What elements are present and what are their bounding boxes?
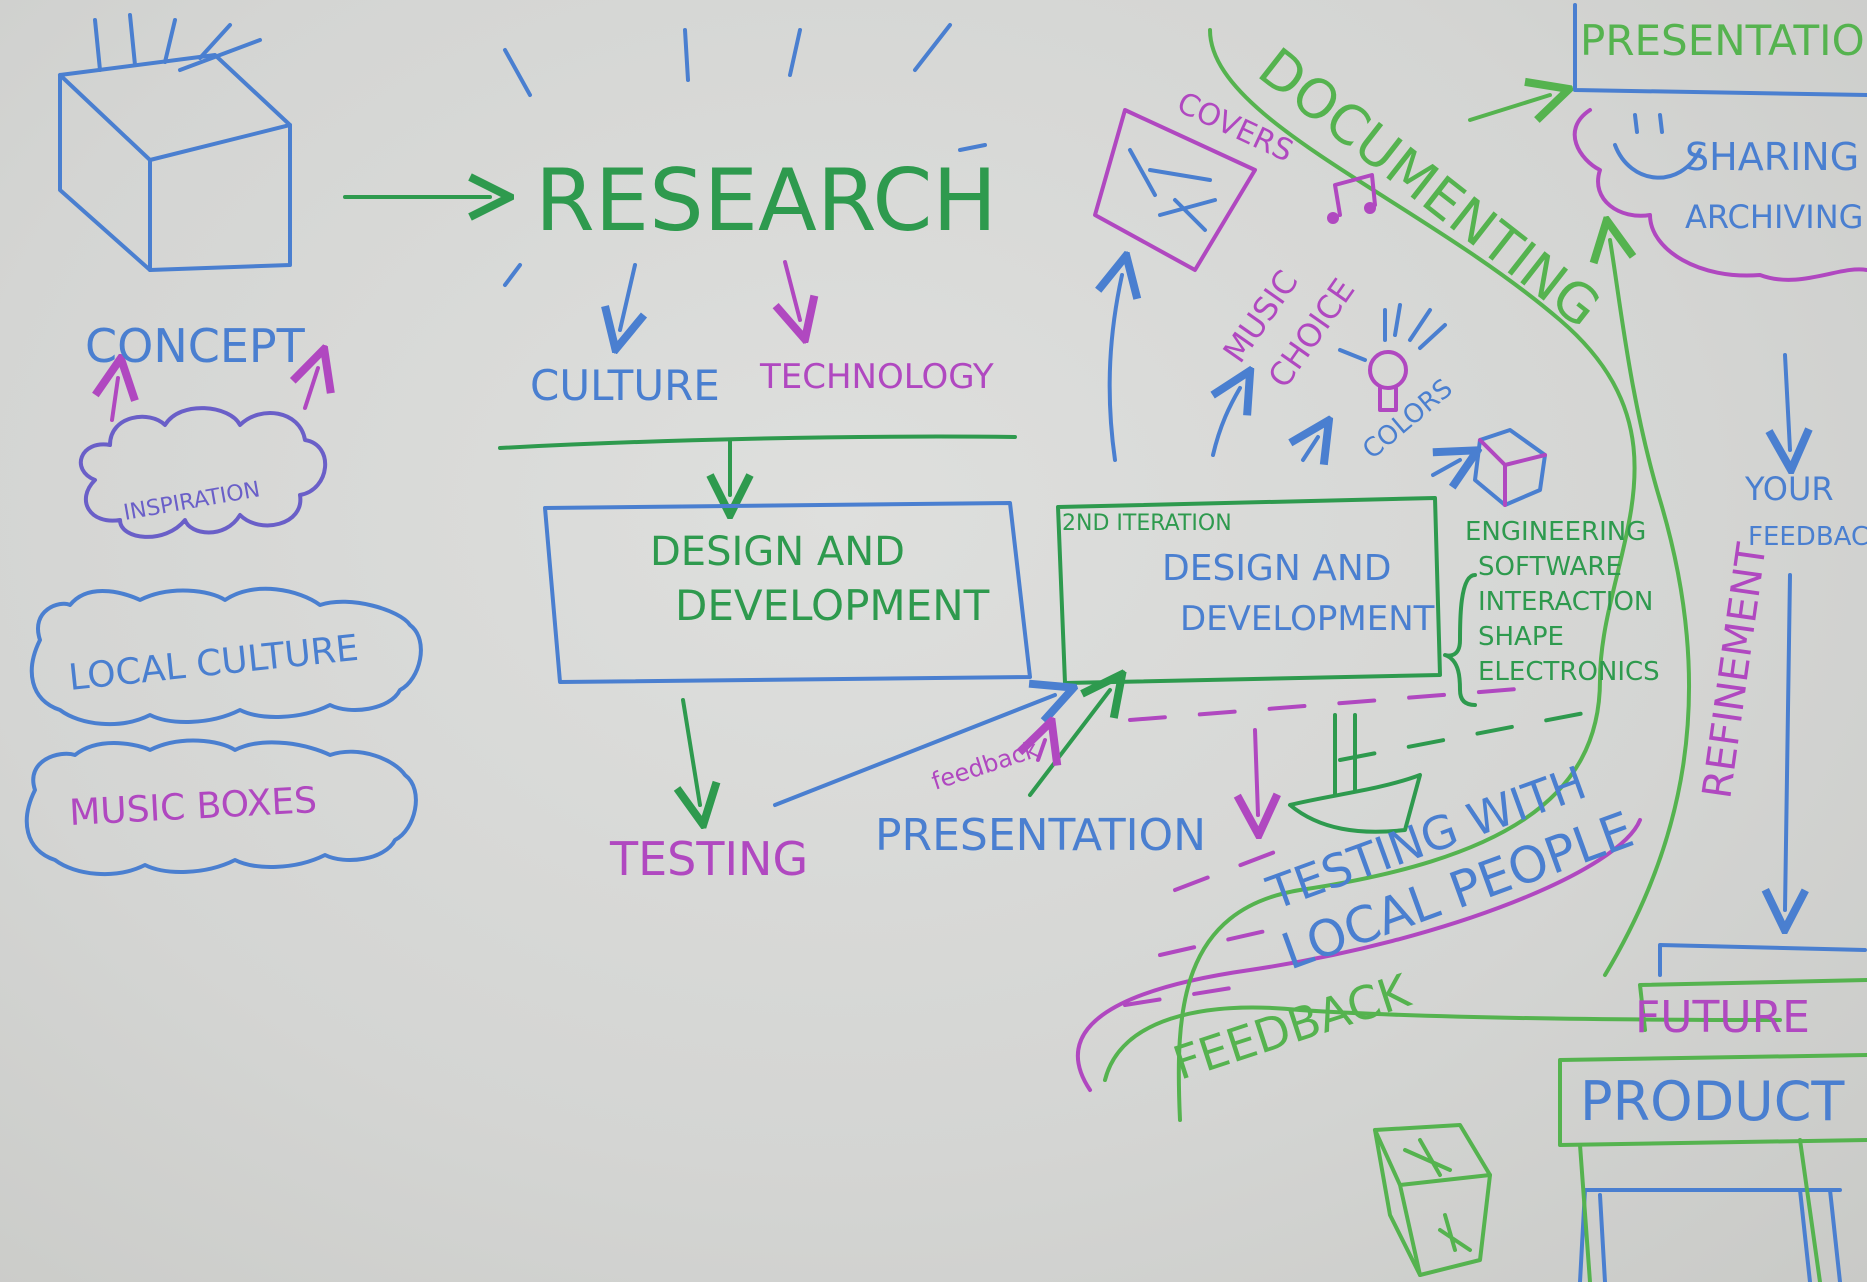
future-label: FUTURE [1635,992,1810,1043]
your-feedback-line1: YOUR [1744,470,1834,508]
research-divider-line [498,434,1017,450]
music-boxes-cloud [24,738,418,877]
to-colors-arrow [1303,437,1318,460]
sharing-bracket [1572,108,1867,282]
testing-feedback-arrow [773,695,1055,807]
inspiration-cloud [78,406,328,539]
inspiration-up-arrow-left [112,378,118,422]
design-dev-box-1 [543,501,1032,684]
box2-down-arrow [1255,728,1258,815]
product-box [1558,1053,1867,1147]
documenting-curve [1103,1005,1782,1082]
pot-icon [1288,713,1422,834]
shape-label: SHAPE [1478,622,1564,652]
dashed-line-green [1338,708,1602,762]
second-iteration-label: 2ND ITERATION [1062,511,1232,536]
sharing-label: SHARING [1685,135,1859,179]
concept-cube-icon [58,13,292,272]
design-to-testing-arrow [683,698,700,805]
engineering-label: ENGINEERING [1465,517,1646,547]
to-your-feedback-arrow [1785,353,1790,450]
presentation-top-label: PRESENTATIO [1580,16,1865,65]
design-dev-2-line1: DESIGN AND [1162,548,1391,589]
smiley-icon [1613,113,1702,180]
to-covers-arrow [1110,275,1122,462]
local-culture-label: LOCAL CULTURE [67,628,361,699]
music-note-icon [1327,173,1377,224]
concept-label: CONCEPT [85,319,306,373]
future-frame [1638,978,1867,1032]
presentation-to-box2-arrow [1028,690,1110,797]
dashed-line-mid [1173,848,1282,892]
dashed-line-low [1158,928,1272,957]
research-rays [503,23,987,287]
music-box-drawing-icon [1373,1123,1492,1277]
culture-label: CULTURE [530,361,720,410]
documenting-label: DOCUMENTING [1247,36,1612,340]
research-label: RESEARCH [535,151,997,251]
music-boxes-label: MUSIC BOXES [68,780,318,834]
future-box [1658,943,1867,977]
interaction-label: INTERACTION [1478,587,1653,617]
colors-label: COLORS [1357,373,1458,465]
testing-label: TESTING [609,832,808,886]
lightbulb-icon [1338,303,1447,412]
your-feedback-to-product-arrow [1785,573,1790,910]
dashed-line-bottom [1123,983,1252,1007]
software-label: SOFTWARE [1478,552,1622,582]
feedback-small-label: feedback [928,735,1042,796]
documenting-big-loop [1176,28,1637,1122]
engineering-brace [1443,573,1477,707]
product-legs [1578,1188,1842,1282]
research-to-technology-arrow [785,260,800,320]
archiving-label: ARCHIVING [1685,198,1863,236]
presentation-label: PRESENTATION [875,810,1206,861]
inspiration-label: INSPIRATION [122,477,262,526]
your-feedback-line2: FEEDBACK [1748,522,1867,552]
electronics-label: ELECTRONICS [1478,657,1660,687]
technology-label: TECHNOLOGY [759,357,994,397]
inspiration-up-arrow-right [305,368,318,410]
design-dev-1-line2: DEVELOPMENT [675,581,990,630]
product-label: PRODUCT [1580,1070,1845,1133]
product-stand [1578,1138,1822,1282]
refinement-curve [1605,240,1692,977]
research-to-culture-arrow [620,263,635,330]
engineering-cube-icon [1473,428,1547,507]
feedback-small-arrow [1038,740,1045,760]
to-music-choice-arrow [1213,388,1240,457]
feedback-big-label: FEEDBACK [1167,963,1418,1090]
local-culture-cloud [29,586,423,727]
refinement-label: REFINEMENT [1694,540,1775,802]
covers-square-icon [1093,108,1257,272]
design-dev-2-line2: DEVELOPMENT [1180,599,1435,639]
presentation-top-box [1573,3,1867,97]
design-dev-1-line1: DESIGN AND [650,529,905,575]
design-dev-box-2 [1056,496,1442,685]
feedback-purple-curve [1076,818,1642,1092]
to-engineering-arrow [1431,460,1460,475]
documenting-to-presentation-arrow [1468,95,1550,120]
